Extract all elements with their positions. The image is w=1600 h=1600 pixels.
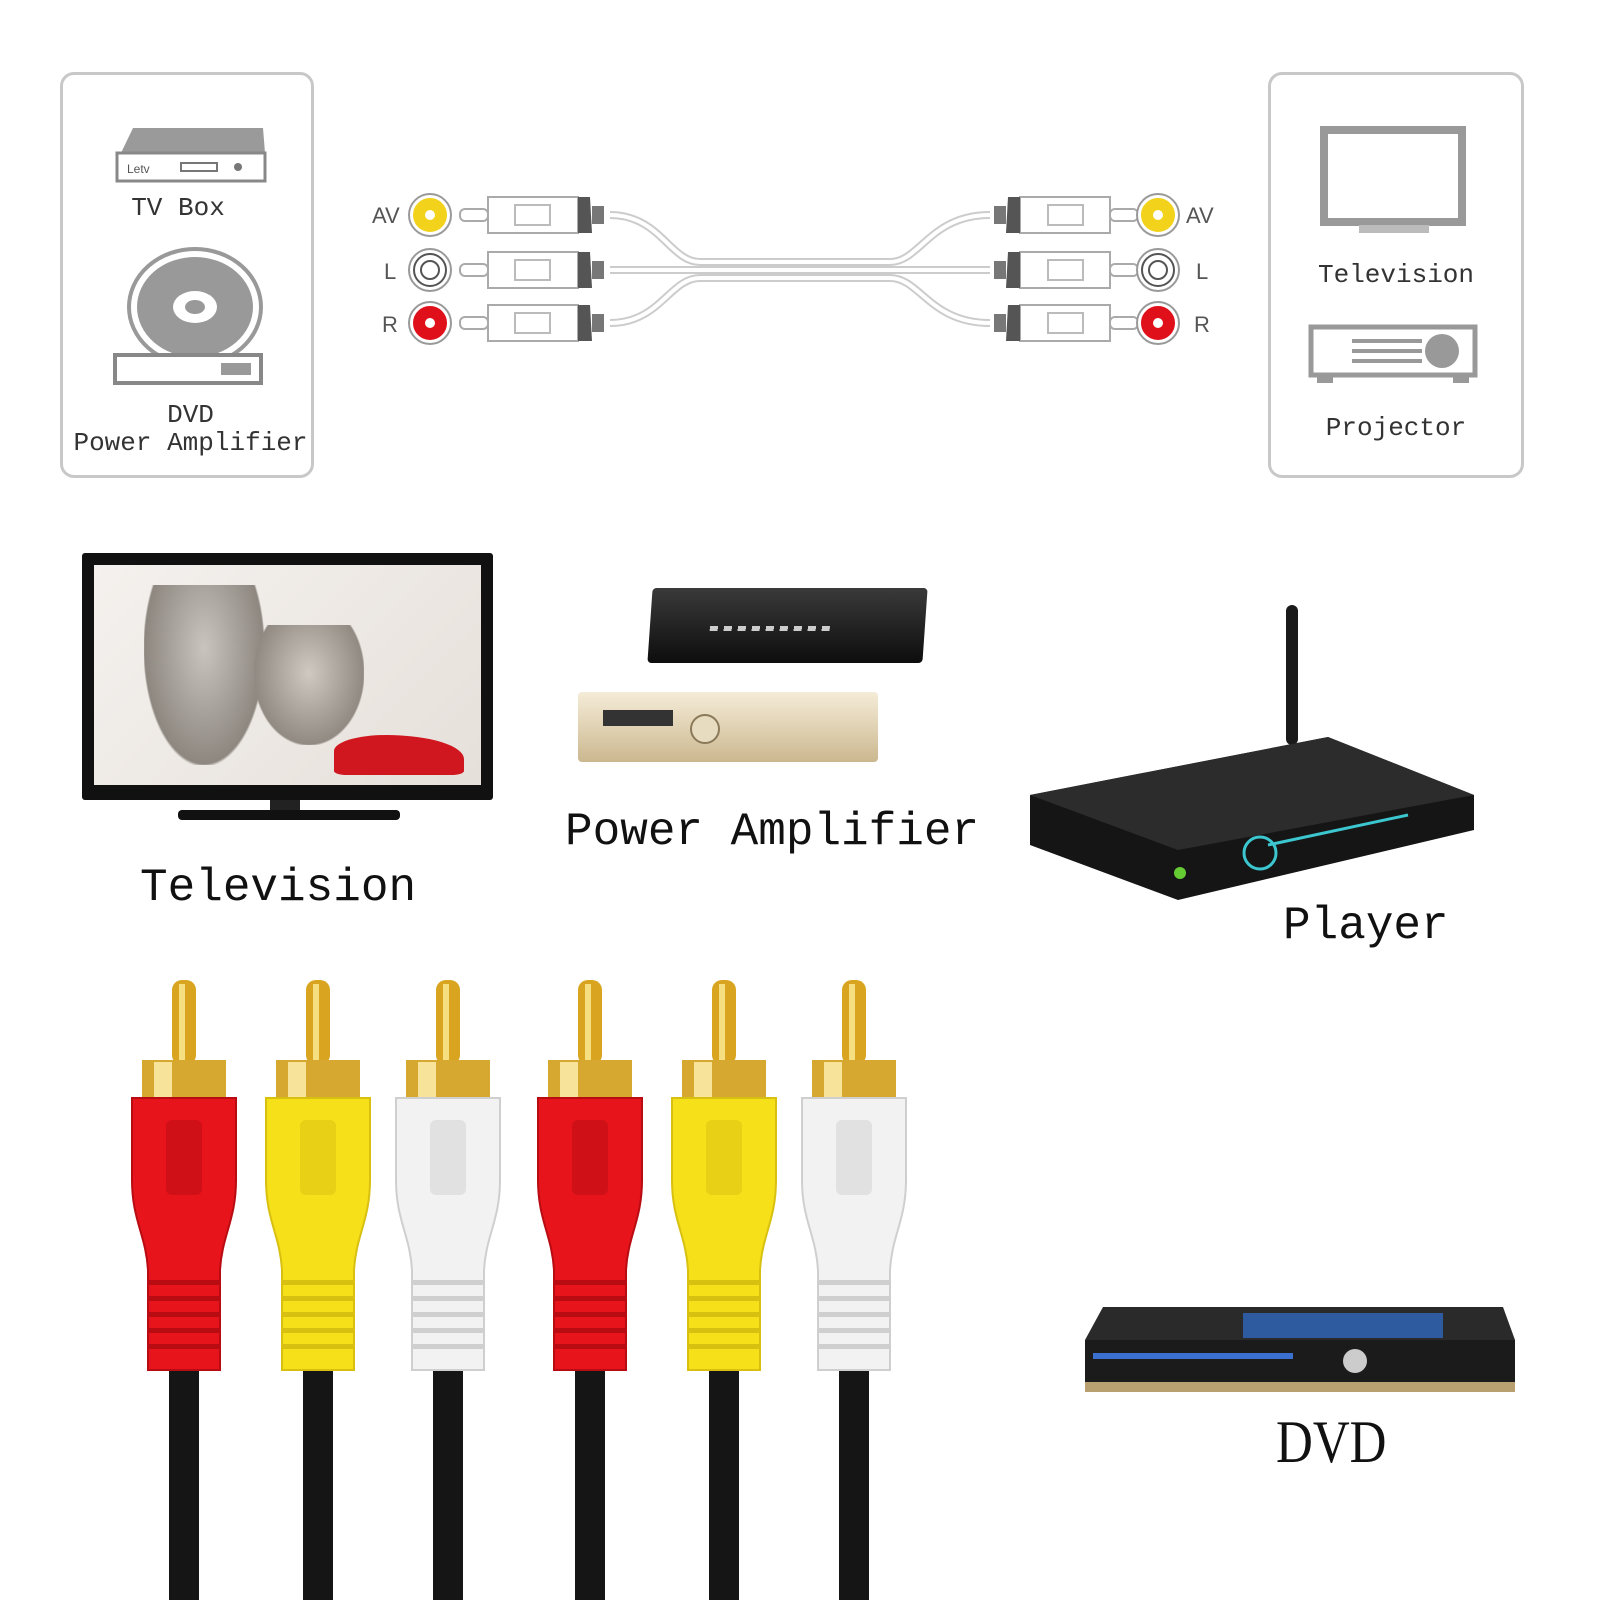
left-av-label: AV [372, 203, 400, 228]
left-jack-l [408, 248, 452, 292]
rca-plugs-image [131, 980, 907, 1600]
rca-plug-5 [671, 980, 777, 1600]
cable-diagram [408, 193, 1180, 345]
right-av-label: AV [1186, 203, 1214, 228]
grip-pattern [166, 1120, 202, 1195]
kitten-2 [254, 625, 364, 745]
right-r-label: R [1194, 312, 1210, 337]
left-r-label: R [382, 312, 398, 337]
cable [169, 1370, 199, 1600]
left-jack-av [408, 193, 452, 237]
right-jack-r [1136, 301, 1180, 345]
left-plug-1 [459, 251, 604, 289]
display-devices-box: Television Projector [1268, 72, 1524, 478]
right-jack-av [1136, 193, 1180, 237]
grip-pattern [706, 1120, 742, 1195]
tv-box-label: TV Box [131, 193, 225, 223]
right-plug-2 [994, 304, 1139, 342]
left-plug-2 [459, 304, 604, 342]
dvd-label: DVD [1276, 1409, 1387, 1475]
rca-plug-6 [801, 980, 907, 1600]
television-small-label: Television [1317, 260, 1475, 290]
projector-icon [1308, 324, 1478, 383]
kitten-1 [144, 585, 264, 765]
rca-plug-2 [265, 980, 371, 1600]
plug-body [265, 1097, 371, 1371]
player-label: Player [1283, 900, 1449, 952]
right-plug-0 [994, 196, 1139, 234]
black-amplifier-image [647, 588, 928, 663]
cable [303, 1370, 333, 1600]
plug-body [395, 1097, 501, 1371]
dvd-disc-icon [113, 247, 263, 385]
rca-plug-3 [395, 980, 501, 1600]
tv-stand [178, 810, 400, 820]
left-l-label: L [384, 259, 397, 284]
cable-r [609, 274, 991, 327]
source-devices-box: Letv TV Box DVD Power Amplifier [60, 72, 314, 478]
plug-body [671, 1097, 777, 1371]
cable [709, 1370, 739, 1600]
right-plug-1 [994, 251, 1139, 289]
cable [839, 1370, 869, 1600]
left-jack-r [408, 301, 452, 345]
amp-label: Power Amplifier [73, 428, 308, 458]
red-blanket [334, 735, 464, 775]
cable [575, 1370, 605, 1600]
dvd-label: DVD [167, 400, 214, 430]
television-label: Television [140, 862, 417, 914]
player-image [1030, 737, 1474, 900]
dvd-player-image [1085, 1307, 1515, 1392]
cable-av [609, 211, 991, 266]
rca-plug-4 [537, 980, 643, 1600]
gold-amplifier-image [578, 692, 878, 762]
plug-body [131, 1097, 237, 1371]
tv-box-brand: Letv [127, 162, 150, 176]
grip-pattern [836, 1120, 872, 1195]
rca-plug-1 [131, 980, 237, 1600]
grip-pattern [572, 1120, 608, 1195]
power-amplifier-label: Power Amplifier [565, 806, 980, 858]
right-l-label: L [1196, 259, 1209, 284]
plug-body [537, 1097, 643, 1371]
left-plug-0 [459, 196, 604, 234]
plug-body [801, 1097, 907, 1371]
television-icon [1320, 126, 1466, 233]
cable [433, 1370, 463, 1600]
projector-label: Projector [1325, 413, 1467, 443]
right-jack-l [1136, 248, 1180, 292]
television-image [82, 553, 493, 800]
antenna [1286, 605, 1298, 745]
grip-pattern [430, 1120, 466, 1195]
grip-pattern [300, 1120, 336, 1195]
tv-box-icon: Letv [115, 128, 267, 183]
